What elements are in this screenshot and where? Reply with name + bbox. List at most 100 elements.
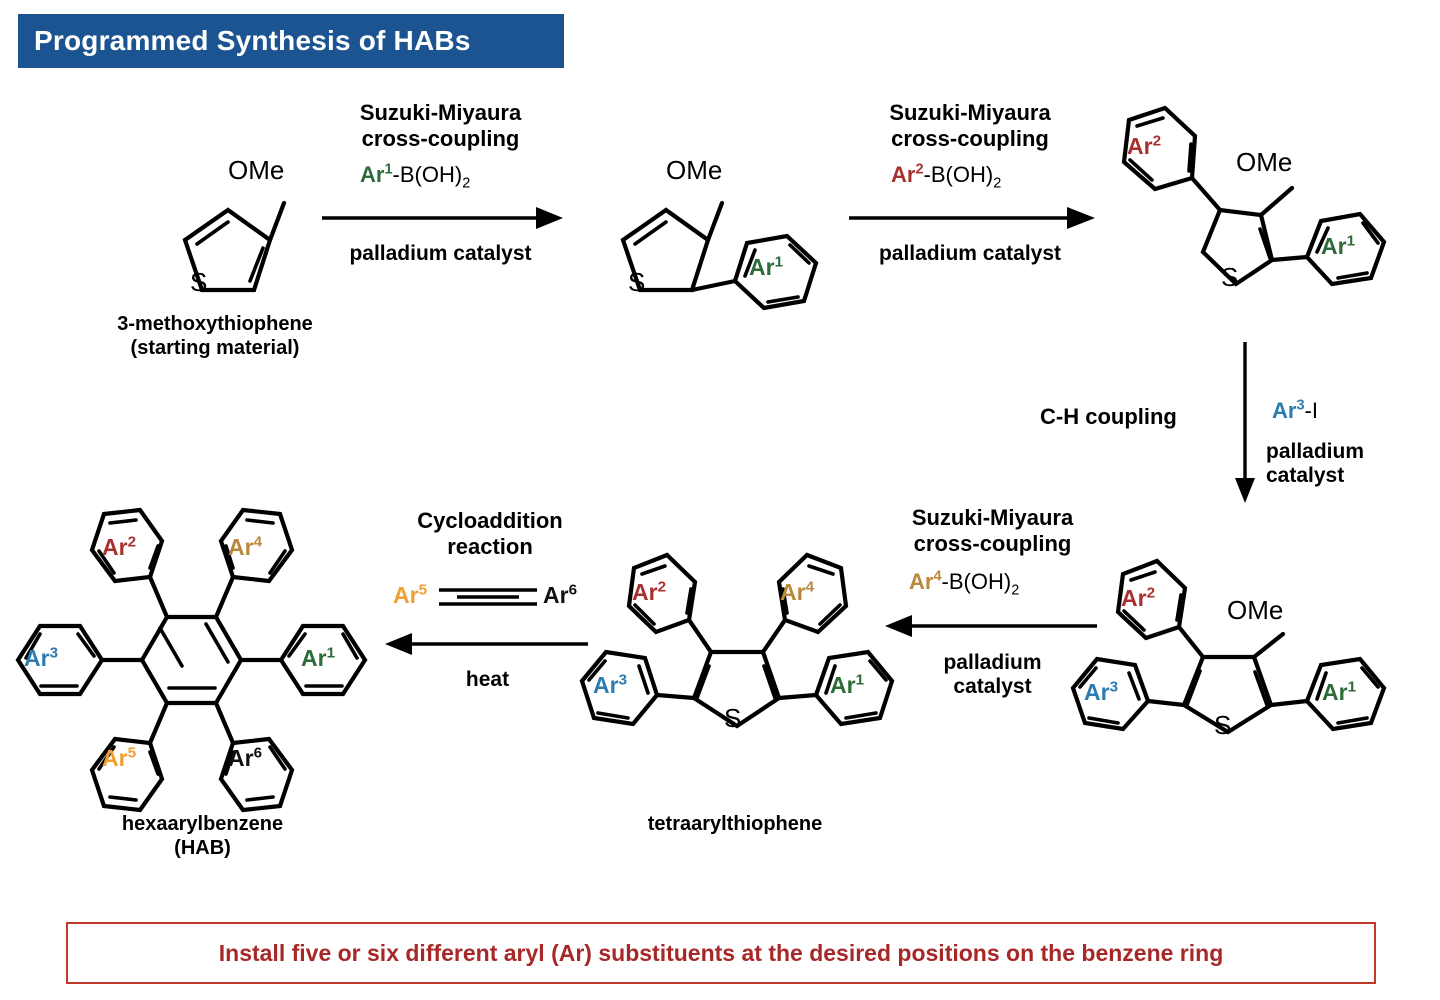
- sulfur-label: S: [628, 267, 646, 297]
- caption-line-1: tetraarylthiophene: [647, 813, 823, 835]
- methoxy-bond: [267, 200, 287, 243]
- ar3-label: Ar3: [24, 644, 59, 671]
- step1-reagent: Ar1-B(OH)2: [360, 162, 471, 192]
- ar5-label: Ar5: [102, 744, 137, 771]
- step2-reagent-rest: -B(OH): [923, 162, 994, 187]
- methoxy-bond: [705, 200, 725, 243]
- step3-label: C-H coupling: [1040, 404, 1177, 429]
- aryl5-bond: [147, 700, 170, 746]
- benzene-ring-ar1: [1304, 656, 1387, 732]
- reaction-step-5: Cycloaddition reaction Ar5 Ar6 heat: [385, 508, 595, 708]
- step3-reagent-sup: 3: [1296, 397, 1305, 414]
- step4-title: Suzuki-Miyaura cross-coupling: [885, 505, 1100, 556]
- step5-alkyne: Ar5 Ar6: [393, 580, 593, 616]
- sulfur-label: S: [1214, 710, 1232, 740]
- caption-line-1: 3-methoxythiophene: [117, 313, 313, 335]
- ar6-label: Ar6: [228, 744, 263, 771]
- aryl2-bond: [686, 617, 714, 655]
- aryl4-bond: [213, 574, 236, 620]
- methoxy-bond: [1251, 631, 1286, 660]
- benzene-ring-ar3: [15, 623, 105, 697]
- step1-condition: palladium catalyst: [349, 242, 532, 265]
- step1-reagent-sub: 2: [462, 175, 471, 192]
- benzene-ring-ar3: [1070, 656, 1151, 732]
- structure-hexaarylbenzene-svg: [15, 507, 368, 813]
- page-title: Programmed Synthesis of HABs: [34, 25, 471, 56]
- step2-condition: palladium catalyst: [878, 242, 1062, 265]
- step3-reagent-ar: Ar: [1272, 398, 1297, 423]
- benzene-ring-ar2: [89, 507, 165, 584]
- aryl2-bond: [1189, 175, 1223, 213]
- step2-reagent: Ar2-B(OH)2: [891, 161, 1002, 192]
- benzene-ring-ar6: [218, 736, 295, 813]
- structure-triarylthiophene: S OMe Ar2 Ar3 Ar1: [1070, 555, 1425, 795]
- step4-reagent-sup: 4: [933, 568, 942, 585]
- step4-condition: palladium catalyst: [885, 651, 1100, 700]
- step2-reagent-sub: 2: [993, 175, 1002, 192]
- summary-text: Install five or six different aryl (Ar) …: [218, 939, 1224, 966]
- benzene-ring-ar1: [278, 623, 368, 697]
- step4-reagent-sub: 2: [1011, 582, 1020, 599]
- aryl3-bond: [1145, 698, 1187, 708]
- alkyne-left-label: Ar5: [393, 581, 428, 608]
- structure-diarylthiophene: S OMe Ar2 Ar1: [1095, 92, 1387, 322]
- aryl1-bond: [1269, 254, 1310, 263]
- step3-reagent-rest: -I: [1304, 398, 1318, 423]
- step1-arrow: [322, 207, 563, 229]
- ar1-label: Ar1: [1322, 678, 1357, 705]
- ar1-label: Ar1: [1321, 232, 1356, 259]
- step4-condition-line1: palladium: [943, 651, 1042, 674]
- methoxy-label: OMe: [228, 155, 285, 185]
- step1-reagent-rest: -B(OH): [392, 162, 463, 187]
- step4-title-line1: Suzuki-Miyaura: [911, 505, 1074, 530]
- benzene-ring-ar5: [89, 736, 165, 813]
- aryl4-bond: [760, 617, 788, 655]
- step5-title: Cycloaddition reaction: [385, 508, 595, 559]
- step4-condition-line2: catalyst: [953, 675, 1032, 699]
- aryl1-bond: [776, 692, 819, 701]
- step3-arrow: [1235, 342, 1255, 503]
- step2-arrow: [849, 207, 1095, 229]
- step4-arrow: [885, 615, 1097, 637]
- benzene-ring-ar1: [732, 233, 819, 311]
- step1-title: Suzuki-Miyaura cross-coupling: [318, 100, 563, 151]
- structure-monoarylthiophene: S OMe Ar1: [588, 150, 819, 320]
- reaction-step-2: Suzuki-Miyaura cross-coupling Ar2-B(OH)2…: [845, 100, 1095, 290]
- benzene-ring-ar1: [1304, 211, 1387, 287]
- structure-triarylthiophene-svg: [1070, 558, 1387, 735]
- methoxy-bond: [1258, 185, 1295, 218]
- caption-line-2: (starting material): [130, 337, 300, 360]
- sulfur-label: S: [190, 267, 208, 297]
- step5-arrow: [385, 633, 588, 655]
- step4-reagent-rest: -B(OH): [941, 569, 1012, 594]
- step1-title-line1: Suzuki-Miyaura: [359, 100, 522, 125]
- reaction-step-1: Suzuki-Miyaura cross-coupling Ar1-B(OH)2…: [318, 100, 563, 290]
- aryl1-bond: [689, 278, 738, 293]
- step1-title-line2: cross-coupling: [361, 125, 520, 151]
- benzene-ring-ar4: [218, 507, 295, 584]
- aryl2-bond: [1176, 624, 1206, 660]
- caption-line-2: (HAB): [174, 837, 231, 860]
- ar1-label: Ar1: [749, 253, 784, 280]
- structure-hexaarylbenzene: Ar2 Ar4 Ar3 Ar1 Ar5 Ar6: [15, 500, 370, 813]
- thiophene-ring: [1200, 207, 1275, 287]
- caption-tetraarylthiophene: tetraarylthiophene: [505, 812, 965, 836]
- benzene-ring-ar2: [1121, 105, 1198, 192]
- step2-reagent-sup: 2: [915, 161, 924, 178]
- thiophene-ring: [620, 207, 711, 293]
- aryl2-bond: [147, 574, 170, 620]
- ar2-label: Ar2: [102, 533, 137, 560]
- step3-condition-line1: palladium: [1266, 440, 1365, 463]
- triple-bond-icon: [439, 588, 537, 606]
- step2-title-line1: Suzuki-Miyaura: [889, 100, 1051, 125]
- caption-line-1: hexaarylbenzene: [121, 813, 284, 835]
- methoxy-label: OMe: [1236, 147, 1293, 177]
- step2-reagent-ar: Ar: [891, 162, 916, 187]
- reaction-step-3: C-H coupling Ar3-I palladium catalyst: [1040, 340, 1440, 510]
- aryl1-bond: [1268, 698, 1310, 708]
- ar4-label: Ar4: [780, 578, 815, 605]
- thiophene-ring: [691, 649, 782, 729]
- structure-tetraarylthiophene: S Ar2 Ar4 Ar3 Ar1: [579, 548, 895, 788]
- benzene-ring-ar2: [626, 552, 698, 635]
